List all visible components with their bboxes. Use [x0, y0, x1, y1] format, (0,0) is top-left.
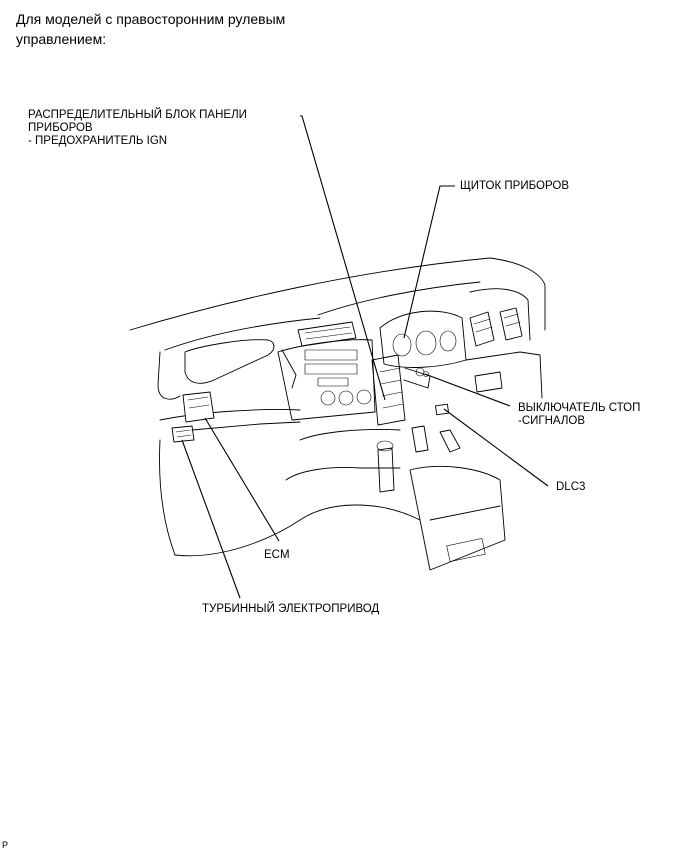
hvac-knob-right [356, 389, 372, 405]
right-vent-louvers [473, 313, 521, 333]
speedometer-gauge [415, 330, 437, 356]
shift-lever [377, 447, 395, 493]
turbo-motor-housing [171, 425, 195, 443]
label-stop-light-switch: ВЫКЛЮЧАТЕЛЬ СТОП -СИГНАЛОВ [518, 402, 640, 428]
radio-upper-slot [304, 349, 358, 361]
left-kick-panel [159, 439, 176, 556]
turbo-motor-ribs [175, 429, 192, 438]
label-ecm: ECM [264, 549, 290, 561]
lower-dash-line [159, 409, 301, 421]
label-stop-light-switch-line-1: ВЫКЛЮЧАТЕЛЬ СТОП [518, 402, 641, 414]
accelerator-pedal [439, 429, 461, 453]
label-junction-block: РАСПРЕДЕЛИТЕЛЬНЫЙ БЛОК ПАНЕЛИ ПРИБОРОВ -… [28, 109, 247, 148]
leader-junction-block [300, 115, 386, 401]
heading-line-1: Для моделей с правосторонним рулевым [16, 11, 286, 27]
right-door-edge [469, 288, 531, 341]
label-junction-block-line-1: РАСПРЕДЕЛИТЕЛЬНЫЙ БЛОК ПАНЕЛИ [28, 109, 247, 121]
leader-ecm [204, 417, 280, 542]
a-pillar-right [489, 257, 546, 331]
leader-dlc3 [443, 408, 549, 487]
label-combination-meter: ЩИТОК ПРИБОРОВ [460, 180, 569, 192]
vent-louvers [304, 326, 353, 340]
hvac-knob-left [320, 390, 336, 406]
ecm-connector-lines [187, 396, 210, 409]
stop-switch-plunger [423, 371, 429, 377]
radio-lower-slot [304, 363, 358, 375]
dlc3-connector [434, 403, 450, 416]
junction-block-body [371, 354, 406, 426]
label-dlc3: DLC3 [556, 481, 586, 493]
hvac-knob-center [338, 390, 354, 406]
diagram-heading: Для моделей с правосторонним рулевым упр… [16, 9, 285, 49]
center-top-vent [297, 321, 357, 347]
brake-pedal [411, 425, 429, 453]
console-storage [446, 538, 486, 562]
shift-knob [376, 440, 394, 452]
center-stack [277, 339, 376, 421]
fuel-gauge [439, 330, 457, 352]
console-lid-edge [429, 505, 501, 521]
corner-mark: P [2, 840, 9, 850]
ecm-module [182, 391, 215, 423]
steering-column [403, 367, 431, 389]
center-vent-left [281, 349, 297, 389]
dash-top-line [317, 281, 481, 316]
right-dash-face [465, 351, 543, 399]
dash-upper-left [164, 317, 321, 351]
label-junction-block-line-3: - ПРЕДОХРАНИТЕЛЬ IGN [28, 135, 168, 147]
duct-line [191, 421, 301, 431]
stop-switch-body [415, 367, 425, 377]
leader-turbo-motor [181, 439, 241, 599]
right-vent-inner [469, 311, 495, 347]
label-junction-block-line-2: ПРИБОРОВ [28, 122, 93, 134]
right-vent-outer [499, 307, 523, 341]
label-turbo-motor: ТУРБИННЫЙ ЭЛЕКТРОПРИВОД [202, 603, 380, 615]
floor-center [299, 504, 421, 521]
dash-left-end [157, 351, 181, 400]
center-console [409, 465, 506, 571]
tachometer-gauge [392, 333, 412, 357]
floor-left [174, 519, 301, 557]
glovebox-lid [184, 339, 275, 384]
display-window [317, 377, 349, 387]
leader-stop-light-switch [424, 373, 511, 407]
lower-switch-panel [474, 371, 503, 393]
cluster-hood [379, 310, 467, 368]
label-stop-light-switch-line-2: -СИГНАЛОВ [518, 415, 586, 427]
tunnel-top [299, 429, 401, 441]
windshield-lower-edge [129, 257, 491, 331]
fuse-rows [379, 367, 404, 409]
heading-line-2: управлением: [16, 31, 107, 47]
leader-combination-meter [403, 185, 455, 339]
tunnel-mid [285, 467, 401, 481]
